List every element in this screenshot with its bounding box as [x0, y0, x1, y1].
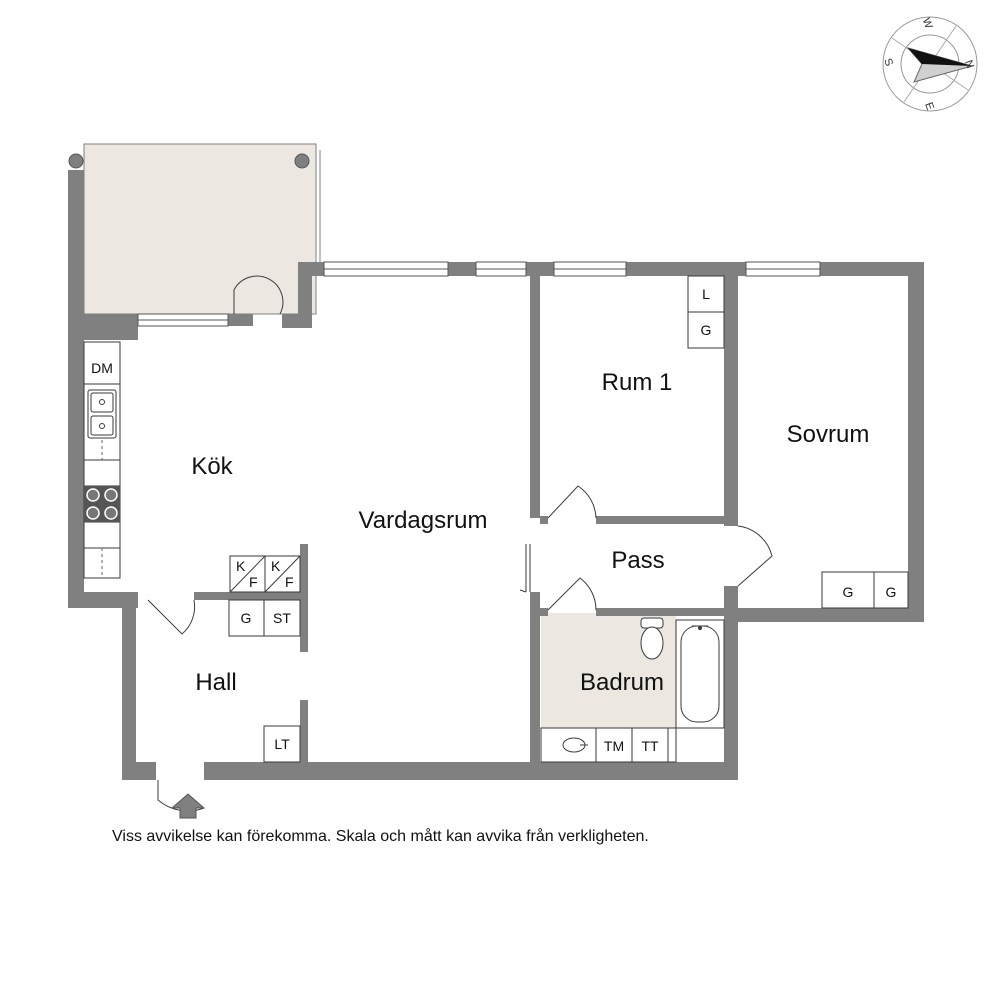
- door-rum1: [547, 485, 597, 519]
- walls: [68, 170, 924, 780]
- room-label-hall: Hall: [195, 669, 236, 696]
- bathtub-icon: [675, 619, 725, 729]
- room-label-vardagsrum: Vardagsrum: [359, 507, 488, 534]
- linen-closet: LT: [263, 725, 301, 763]
- svg-text:F: F: [249, 574, 258, 590]
- doors: [147, 275, 773, 812]
- entrance-arrow-icon: [170, 793, 206, 819]
- svg-text:L: L: [702, 286, 710, 302]
- svg-text:S: S: [881, 57, 895, 68]
- balcony-post-right: [294, 153, 310, 169]
- door-vardagsrum: [519, 544, 531, 593]
- room-label-pass: Pass: [611, 547, 664, 574]
- door-balcony: [233, 275, 284, 315]
- wardrobe-sovrum-2: G: [873, 571, 909, 609]
- svg-text:K: K: [236, 558, 246, 574]
- tumble-dryer: TT: [631, 727, 669, 763]
- room-label-sovrum: Sovrum: [787, 421, 870, 448]
- stove-icon: [84, 486, 120, 522]
- door-badrum: [547, 577, 597, 611]
- svg-text:E: E: [922, 101, 936, 112]
- svg-text:G: G: [843, 584, 854, 600]
- svg-text:N: N: [962, 59, 976, 71]
- toilet-icon: [640, 617, 664, 660]
- disclaimer-text: Viss avvikelse kan förekomma. Skala och …: [112, 828, 649, 845]
- sink-icon: [87, 389, 117, 439]
- dishwasher-label: DM: [91, 360, 113, 376]
- wardrobe-hall: G: [228, 599, 265, 637]
- door-hall: [147, 599, 196, 635]
- bathroom-cabinet: [667, 727, 677, 763]
- svg-text:W: W: [920, 16, 935, 30]
- door-entrance: [157, 780, 205, 812]
- room-label-badrum: Badrum: [580, 669, 664, 696]
- svg-text:ST: ST: [273, 610, 291, 626]
- compass-rose-icon: W N E S: [881, 16, 978, 112]
- linen-closet-rum1: L: [687, 275, 725, 313]
- washing-machine: TM: [595, 727, 633, 763]
- svg-text:TT: TT: [641, 738, 659, 754]
- balcony: [68, 143, 321, 315]
- kitchen-counter: DM: [83, 341, 121, 579]
- storage-st: ST: [263, 599, 301, 637]
- svg-text:F: F: [285, 574, 294, 590]
- fridge-freezer-1: K F: [229, 555, 266, 593]
- fridge-freezer-2: K F: [264, 555, 301, 593]
- wardrobe-sovrum-1: G: [821, 571, 875, 609]
- room-label-kok: Kök: [191, 453, 233, 480]
- balcony-post-left: [68, 153, 84, 169]
- svg-text:G: G: [886, 584, 897, 600]
- washbasin-icon: [540, 727, 597, 763]
- svg-text:G: G: [241, 610, 252, 626]
- svg-text:G: G: [701, 322, 712, 338]
- svg-text:LT: LT: [274, 736, 290, 752]
- windows: [137, 261, 821, 327]
- door-sovrum: [737, 525, 773, 587]
- room-label-rum1: Rum 1: [602, 369, 673, 396]
- svg-text:TM: TM: [604, 738, 624, 754]
- wardrobe-rum1: G: [687, 311, 725, 349]
- svg-text:K: K: [271, 558, 281, 574]
